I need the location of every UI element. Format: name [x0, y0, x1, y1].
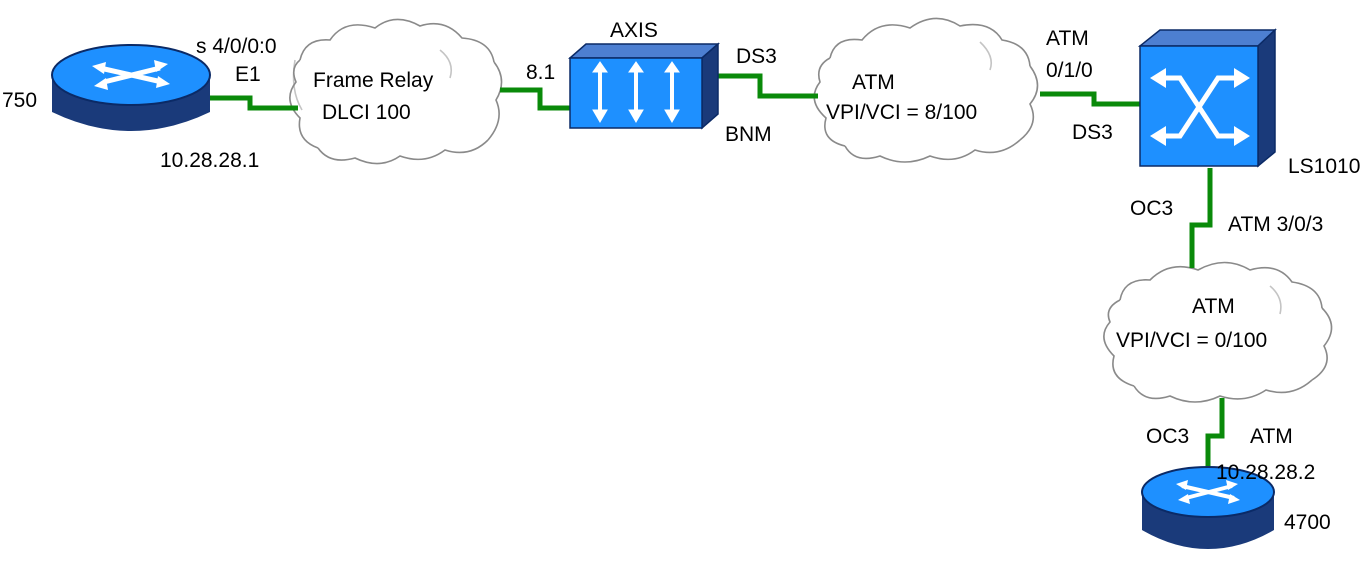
atm-bottom-title: ATM [1192, 295, 1235, 318]
frame-relay-dlci: DLCI 100 [322, 101, 411, 124]
axis-card: BNM [725, 123, 772, 146]
link-ls1010-atm-bottom [1189, 168, 1213, 268]
ls1010-atm-switch-icon [1137, 28, 1277, 168]
link-axis-atm [706, 73, 818, 99]
router-4700-name: 4700 [1284, 511, 1331, 534]
axis-switch-icon [568, 42, 720, 130]
atm-bottom-vpivci: VPI/VCI = 0/100 [1116, 329, 1268, 352]
axis-port-left: 8.1 [526, 61, 556, 84]
ls1010-port-left-id: 0/1/0 [1046, 59, 1093, 82]
router-750-ip: 10.28.28.1 [160, 149, 260, 172]
router-4700-ip: 10.28.28.2 [1216, 461, 1316, 484]
link-atm-bottom-4700 [1205, 398, 1225, 478]
ls1010-port-left-media: DS3 [1072, 121, 1113, 144]
ls1010-name: LS1010 [1288, 155, 1361, 178]
ls1010-port-left-type: ATM [1046, 27, 1089, 50]
router-4700-port-media: OC3 [1146, 425, 1190, 448]
atm-cloud-top [813, 17, 1039, 163]
axis-name: AXIS [610, 19, 658, 42]
frame-relay-title: Frame Relay [313, 69, 434, 92]
router-750-port: E1 [235, 63, 261, 86]
router-750-icon [51, 44, 211, 131]
link-atm-ls1010 [1040, 91, 1140, 107]
frame-relay-cloud [289, 18, 503, 165]
router-750-interface: s 4/0/0:0 [196, 35, 277, 58]
router-750-name: 750 [2, 89, 38, 112]
router-4700-port-type: ATM [1250, 425, 1293, 448]
link-750-frame-relay [208, 95, 298, 111]
link-frame-relay-axis [500, 87, 572, 111]
axis-port-right: DS3 [736, 45, 777, 68]
atm-cloud-bottom [1103, 261, 1333, 403]
atm-top-vpivci: VPI/VCI = 8/100 [826, 101, 978, 124]
router-4700-icon [1141, 466, 1275, 549]
atm-top-title: ATM [852, 71, 895, 94]
ls1010-port-down-id: ATM 3/0/3 [1228, 213, 1324, 236]
links [208, 73, 1225, 478]
ls1010-port-down-media: OC3 [1130, 197, 1174, 220]
